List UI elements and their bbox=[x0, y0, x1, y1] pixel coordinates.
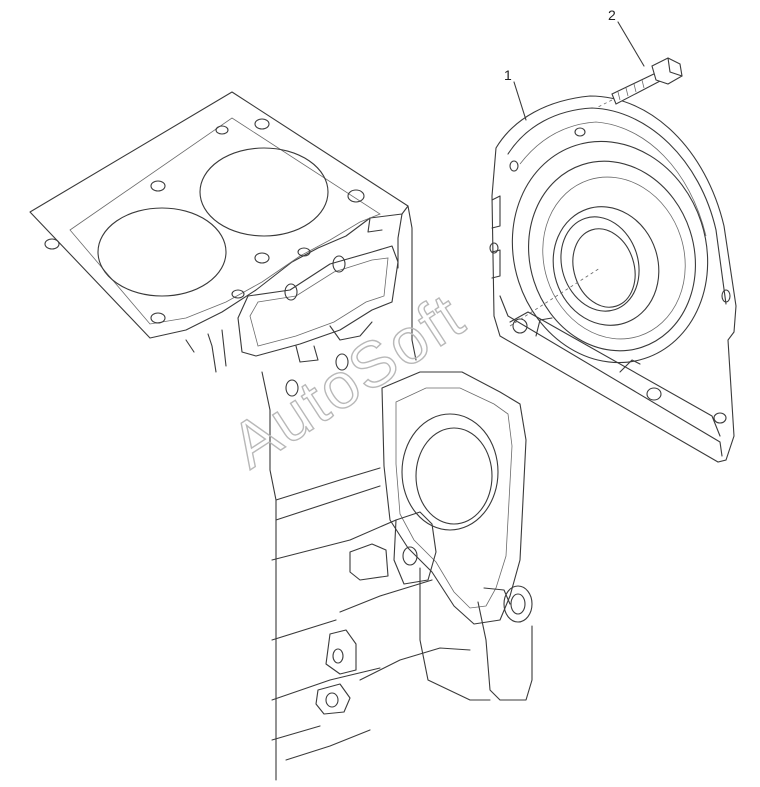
cover-bolt-hole bbox=[512, 318, 528, 334]
side-window bbox=[237, 245, 399, 357]
engine-block bbox=[29, 91, 533, 781]
seal-cover-flange bbox=[499, 295, 723, 457]
deck-bolt-hole bbox=[254, 118, 270, 130]
cover-bolt-hole bbox=[509, 160, 519, 172]
seal-bore bbox=[560, 216, 640, 312]
cylinder-bore-2 bbox=[199, 147, 329, 237]
cover-bolt-hole bbox=[646, 387, 662, 401]
deck-bolt-hole bbox=[215, 125, 229, 135]
rear-seal-cover bbox=[489, 95, 737, 463]
cover-bolt bbox=[595, 57, 683, 109]
bolt-head bbox=[651, 57, 683, 85]
deck-bolt-hole bbox=[150, 312, 166, 324]
cylinder-head-deck bbox=[29, 91, 409, 339]
deck-bolt-hole bbox=[254, 252, 270, 264]
deck-bolt-hole bbox=[231, 289, 245, 299]
cover-bolt-hole bbox=[721, 289, 731, 303]
deck-bolt-hole bbox=[347, 189, 365, 203]
crankshaft-bore bbox=[401, 413, 499, 531]
callout-label-2: 2 bbox=[608, 7, 616, 23]
callout-label-1: 1 bbox=[504, 67, 512, 83]
watermark-text: AutoSoft bbox=[218, 279, 477, 482]
deck-bolt-hole bbox=[150, 180, 166, 192]
deck-bolt-hole bbox=[44, 238, 60, 250]
callout-2: 2 bbox=[608, 7, 645, 67]
cover-bolt-hole bbox=[489, 242, 499, 254]
seal-ring-outer bbox=[511, 140, 709, 364]
cover-bolt-hole bbox=[713, 412, 727, 424]
seal-cover-outline bbox=[491, 95, 737, 463]
cover-bolt-hole bbox=[574, 127, 586, 137]
rear-flange bbox=[381, 371, 527, 625]
mount-bracket bbox=[393, 511, 437, 585]
flange-bolt-boss bbox=[503, 585, 533, 623]
cylinder-bore-1 bbox=[97, 207, 227, 297]
callout-1: 1 bbox=[504, 67, 527, 121]
deck-bolt-hole bbox=[297, 247, 311, 257]
